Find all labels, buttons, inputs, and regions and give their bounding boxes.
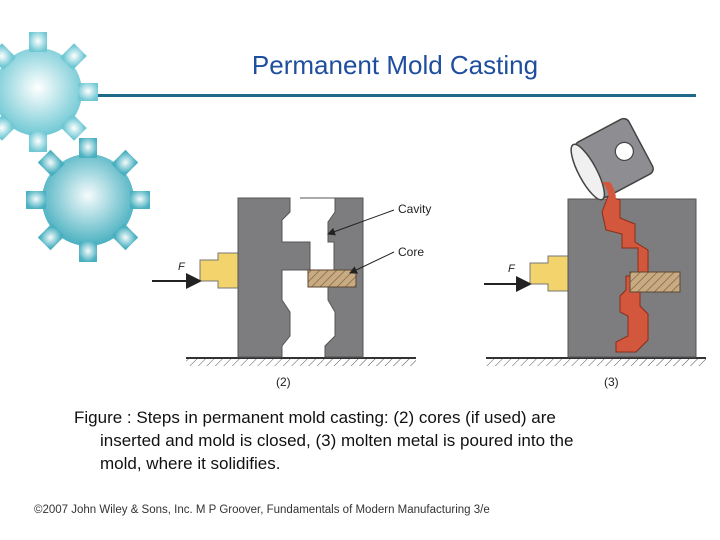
pouring-stream [602,182,616,200]
core-label: Core [398,245,424,259]
gear-icon [0,32,98,152]
caption-line: mold, where it solidifies. [100,454,281,473]
cavity-label: Cavity [398,202,431,216]
gear-icon [26,138,150,262]
caption-line: Figure : Steps in permanent mold casting… [74,408,556,427]
ground-line [186,357,416,359]
step-3-label: (3) [604,375,619,389]
slide-title: Permanent Mold Casting [251,50,539,80]
caption-line: inserted and mold is closed, (3) molten … [100,431,574,450]
decorative-gears [0,32,150,262]
figure-caption: Figure : Steps in permanent mold casting… [74,406,674,475]
ground-line [486,357,706,359]
copyright-footer: ©2007 John Wiley & Sons, Inc. M P Groove… [34,504,490,516]
step-2-label: (2) [276,375,291,389]
mold-casting-figure: F Cavity Core (2) F (3) [152,117,706,389]
title-divider [98,94,696,97]
force-label-left: F [178,261,186,273]
force-piston [529,255,569,292]
step-3-diagram: F (3) [484,117,706,389]
force-piston [199,252,239,289]
core [629,271,681,293]
mold-right-half [300,197,364,358]
core [307,269,357,288]
step-2-diagram: F Cavity Core (2) [152,197,431,389]
force-label-right: F [508,263,516,275]
mold-left-half [237,197,311,358]
ladle-icon [570,117,654,201]
